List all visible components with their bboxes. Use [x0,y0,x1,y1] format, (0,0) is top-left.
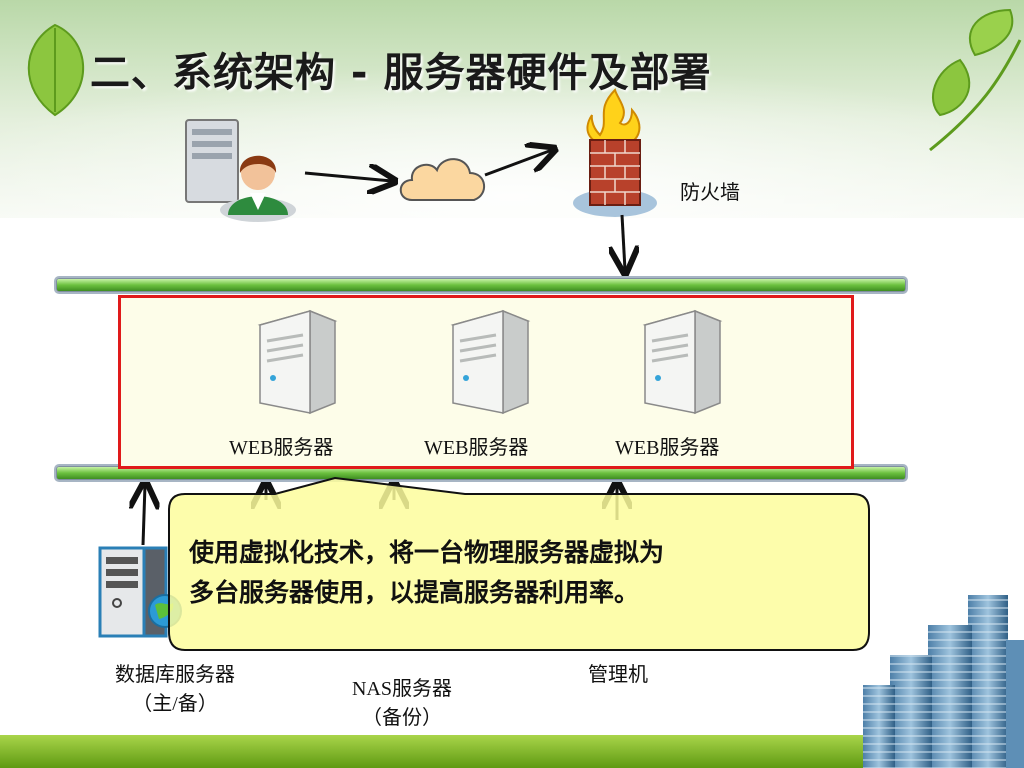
database-server-label: 数据库服务器 （主/备） [85,658,265,716]
nas-server-label-line-2: （备份） [362,707,442,729]
database-server-icon [98,546,182,638]
leaf-icon [929,8,1022,152]
firewall-label: 防火墙 [680,180,740,204]
arrow-firewall-to-bus [622,214,625,270]
server-tower-icon [642,309,723,415]
nas-server-label: NAS服务器 （备份） [318,672,486,730]
server-tower-icon [450,309,531,415]
callout-text: 使用虚拟化技术，将一台物理服务器虚拟为 多台服务器使用，以提高服务器利用率。 [189,533,664,613]
callout-line-1: 使用虚拟化技术，将一台物理服务器虚拟为 [189,538,665,567]
user-workstation-icon [185,119,296,222]
city-buildings-icon [863,595,1024,768]
arrow-db-to-bus [143,485,145,546]
network-bus-top [56,278,906,292]
web-server-label-2: WEB服务器 [424,437,529,459]
nas-server-label-line-1: NAS服务器 [351,678,452,700]
slide-title: 二、系统架构 - 服务器硬件及部署 [90,50,712,96]
web-server-label-1: WEB服务器 [229,437,334,459]
database-server-label-line-1: 数据库服务器 [115,664,235,686]
cloud-icon [399,158,485,201]
arrow-client-to-cloud [304,173,392,181]
callout-bubble [168,476,870,651]
web-server-label-3: WEB服务器 [615,437,720,459]
management-pc-label: 管理机 [588,664,648,686]
server-tower-icon [257,309,338,415]
firewall-icon [573,88,657,217]
leaf-icon [27,23,85,117]
callout-line-2: 多台服务器使用，以提高服务器利用率。 [189,578,640,607]
arrow-cloud-to-firewall [484,150,552,177]
database-server-label-line-2: （主/备） [132,693,218,715]
